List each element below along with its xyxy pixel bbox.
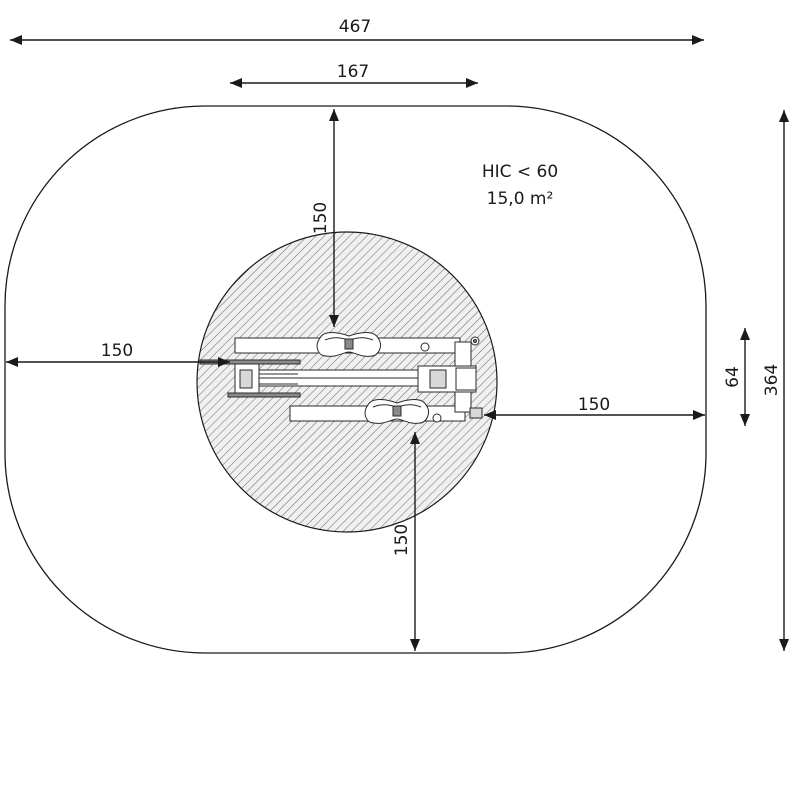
hic-note: HIC < 60 bbox=[482, 162, 558, 182]
dimension-clearance-bottom: 150 bbox=[392, 432, 420, 651]
lower-seat bbox=[364, 399, 429, 424]
dimension-equipment-width: 167 bbox=[230, 62, 478, 88]
dimension-clearance-bottom-label: 150 bbox=[392, 524, 412, 556]
dimension-clearance-left: 150 bbox=[6, 341, 230, 367]
dimension-clearance-right: 150 bbox=[484, 395, 705, 420]
dimension-clearance-top-label: 150 bbox=[311, 202, 331, 234]
dimension-overall-width-label: 467 bbox=[339, 17, 371, 37]
equipment-top-view bbox=[199, 332, 483, 424]
dimension-overall-height: 364 bbox=[762, 110, 789, 651]
dimension-clearance-top: 150 bbox=[311, 109, 339, 327]
dimension-overall-height-label: 364 bbox=[762, 364, 782, 396]
area-note: 15,0 m² bbox=[487, 189, 554, 209]
dimension-equipment-width-label: 167 bbox=[337, 62, 369, 82]
dimension-equipment-height: 64 bbox=[723, 328, 750, 426]
dimension-equipment-height-label: 64 bbox=[723, 366, 743, 388]
upper-seat bbox=[316, 332, 381, 357]
dimension-clearance-right-label: 150 bbox=[578, 395, 610, 415]
dimension-overall-width: 467 bbox=[10, 17, 704, 45]
dimension-clearance-left-label: 150 bbox=[101, 341, 133, 361]
